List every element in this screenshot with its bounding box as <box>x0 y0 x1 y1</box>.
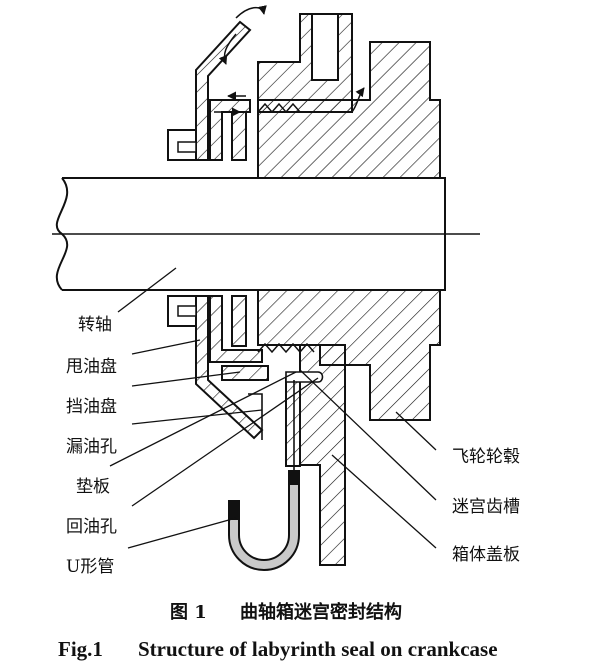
caption-cn-number: 图 1 <box>170 602 207 623</box>
caption-cn-title: 曲轴箱迷宫密封结构 <box>240 601 402 623</box>
oil-return-hole <box>285 371 324 383</box>
upper-bolt <box>167 129 197 161</box>
label-oil-slinger: 甩油盘 <box>66 357 117 377</box>
lower-bolt <box>167 295 197 327</box>
upper-labyrinth-ring <box>257 13 353 113</box>
label-oil-return-hole: 回油孔 <box>66 517 117 537</box>
label-oil-baffle: 挡油盘 <box>66 397 117 417</box>
upper-oil-flow-arrows <box>214 5 365 117</box>
label-u-tube: U形管 <box>66 557 114 577</box>
label-labyrinth-groove: 迷宫齿槽 <box>452 497 520 517</box>
leader-lines <box>109 267 437 549</box>
label-shaft: 转轴 <box>78 315 112 335</box>
label-gasket: 垫板 <box>76 477 110 497</box>
caption-en-number: Fig.1 <box>58 637 103 661</box>
caption-en-title: Structure of labyrinth seal on crankcase <box>138 637 498 661</box>
crankshaft <box>52 177 480 291</box>
upper-oil-slinger <box>195 20 252 161</box>
label-flywheel-hub: 飞轮轮毂 <box>452 447 520 467</box>
label-oil-leak-hole: 漏油孔 <box>66 437 117 457</box>
lower-oil-slinger <box>195 295 269 440</box>
label-case-cover: 箱体盖板 <box>452 545 520 565</box>
upper-labyrinth-teeth <box>257 102 301 114</box>
